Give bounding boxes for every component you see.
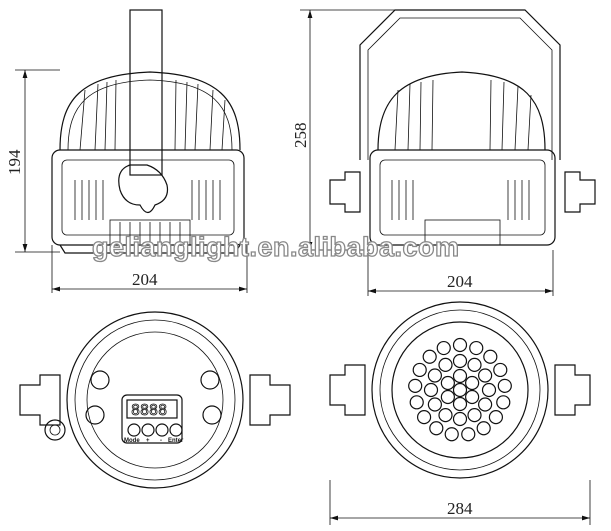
side-view-left: 194 204 xyxy=(5,9,248,293)
led xyxy=(478,368,493,383)
led xyxy=(438,408,453,423)
plus-button[interactable] xyxy=(141,423,155,437)
led xyxy=(429,421,444,436)
led xyxy=(478,397,493,412)
power-connector xyxy=(44,419,66,441)
yoke-arm xyxy=(129,9,163,176)
led xyxy=(427,397,442,412)
control-panel: 8888 Mode + - Enter xyxy=(121,394,184,444)
led xyxy=(467,357,482,372)
dim-label-284: 284 xyxy=(447,499,473,518)
led-display xyxy=(126,399,178,419)
led xyxy=(452,368,468,384)
yoke xyxy=(359,9,561,160)
side-knobs-back xyxy=(19,374,291,426)
led xyxy=(423,382,439,398)
side-knobs xyxy=(329,171,596,213)
locking-knob xyxy=(118,164,169,214)
led xyxy=(427,368,442,383)
led xyxy=(452,353,468,369)
dim-label-204-right: 204 xyxy=(447,272,473,291)
led xyxy=(422,349,437,364)
led xyxy=(461,427,476,442)
led xyxy=(438,357,453,372)
enter-label: Enter xyxy=(168,438,184,444)
mode-label: Mode xyxy=(124,438,140,444)
led xyxy=(408,378,423,393)
dim-label-204-left: 204 xyxy=(132,270,158,289)
side-knobs-front xyxy=(329,364,591,416)
led xyxy=(444,427,459,442)
led xyxy=(476,421,491,436)
led xyxy=(409,395,424,410)
led xyxy=(465,389,480,405)
led xyxy=(452,382,468,398)
led xyxy=(452,337,468,353)
enter-button[interactable] xyxy=(169,423,183,437)
dim-label-258: 258 xyxy=(291,123,310,149)
led xyxy=(469,340,484,356)
front-view: 284 xyxy=(329,301,591,525)
power-out-socket xyxy=(202,405,222,425)
led xyxy=(465,375,480,391)
plus-label: + xyxy=(146,438,150,444)
led xyxy=(436,340,451,356)
led xyxy=(412,362,427,378)
power-in-socket xyxy=(85,405,105,425)
mode-button[interactable] xyxy=(127,423,141,437)
led xyxy=(496,395,511,410)
led xyxy=(483,349,498,364)
led xyxy=(497,378,512,393)
led xyxy=(493,362,508,378)
led xyxy=(452,396,468,412)
back-view: 8888 Mode + - Enter xyxy=(19,311,291,489)
display-digits: 8888 xyxy=(131,401,167,419)
led xyxy=(440,375,455,391)
led xyxy=(481,382,497,398)
led xyxy=(416,410,432,425)
led xyxy=(452,411,468,427)
dmx-in-connector xyxy=(90,370,110,390)
led-array xyxy=(408,337,512,442)
dim-label-194: 194 xyxy=(5,149,24,175)
dmx-out-connector xyxy=(200,370,220,390)
led xyxy=(440,389,455,405)
minus-label: - xyxy=(160,438,162,444)
led xyxy=(488,410,504,425)
side-view-right: 258 204 xyxy=(291,9,596,296)
led xyxy=(467,408,482,423)
minus-button[interactable] xyxy=(155,423,169,437)
watermark: gelianglight.en.alibaba.com xyxy=(92,232,460,262)
heat-fins xyxy=(79,79,226,151)
